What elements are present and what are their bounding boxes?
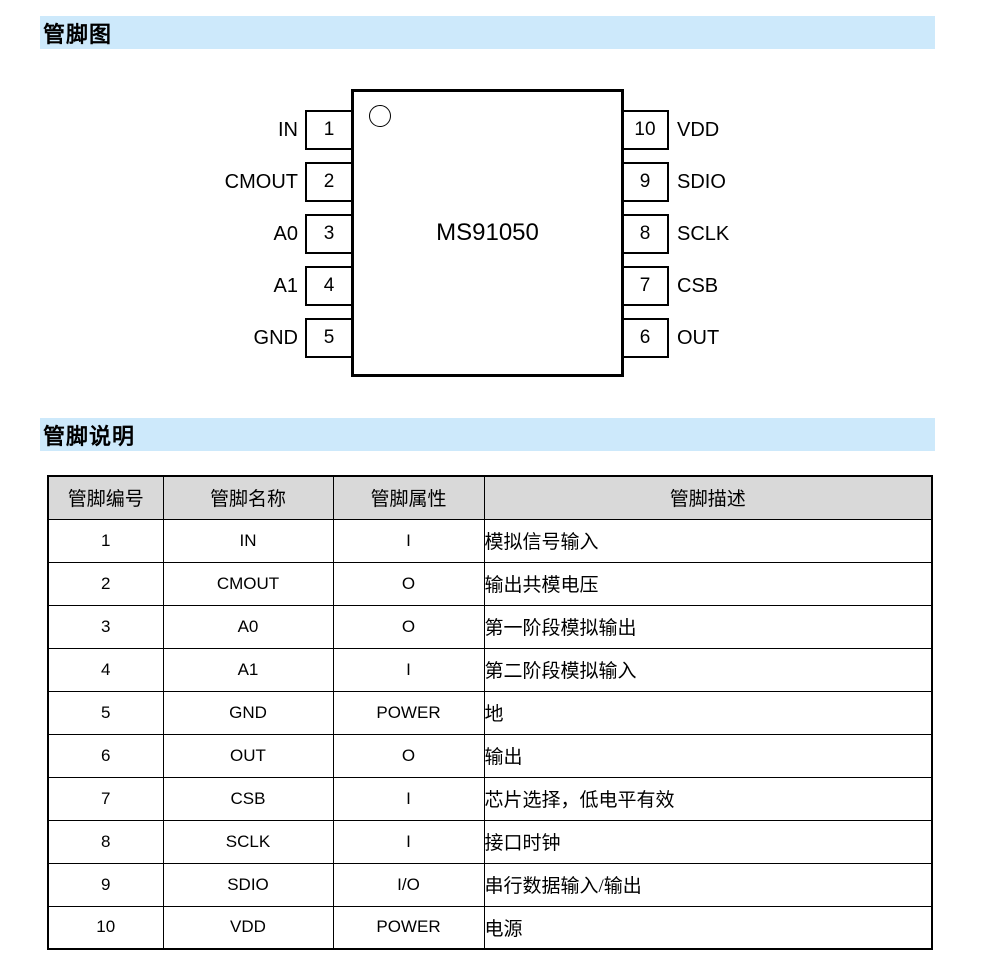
cell-pin-name: CMOUT — [162, 561, 334, 606]
pin-box-4: 4 — [305, 266, 353, 306]
section-title-pin-diagram: 管脚图 — [43, 21, 113, 47]
pin-box-2: 2 — [305, 162, 353, 202]
cell-pin-number: 3 — [47, 604, 164, 649]
pin-label-in: IN — [278, 119, 298, 141]
pin-box-6: 6 — [621, 318, 669, 358]
col-header-pin-name: 管脚名称 — [162, 475, 334, 520]
cell-pin-name: VDD — [162, 905, 334, 950]
pin-label-csb: CSB — [677, 275, 719, 297]
cell-pin-number: 10 — [47, 905, 164, 950]
section-header-pin-diagram: 管脚图 — [40, 16, 935, 49]
table-row: 1 IN I 模拟信号输入 — [47, 518, 933, 563]
cell-pin-attr: I/O — [332, 862, 485, 907]
section-header-pin-description: 管脚说明 — [40, 418, 935, 451]
cell-pin-name: OUT — [162, 733, 334, 778]
cell-pin-name: A1 — [162, 647, 334, 692]
cell-pin-desc: 串行数据输入/输出 — [483, 862, 933, 907]
cell-pin-number: 6 — [47, 733, 164, 778]
cell-pin-desc: 输出共模电压 — [483, 561, 933, 606]
table-row: 8 SCLK I 接口时钟 — [47, 819, 933, 864]
cell-pin-name: SCLK — [162, 819, 334, 864]
table-row: 9 SDIO I/O 串行数据输入/输出 — [47, 862, 933, 907]
cell-pin-number: 1 — [47, 518, 164, 563]
pin-number-6: 6 — [639, 327, 651, 348]
pin-description-table: 管脚编号 管脚名称 管脚属性 管脚描述 1 IN I 模拟信号输入 2 CMOU… — [47, 475, 933, 950]
cell-pin-desc: 第一阶段模拟输出 — [483, 604, 933, 649]
cell-pin-desc: 接口时钟 — [483, 819, 933, 864]
cell-pin-desc: 地 — [483, 690, 933, 735]
cell-pin-attr: O — [332, 561, 485, 606]
cell-pin-attr: POWER — [332, 690, 485, 735]
pin-label-sdio: SDIO — [677, 171, 726, 193]
pin-label-a1: A1 — [273, 275, 298, 297]
cell-pin-name: SDIO — [162, 862, 334, 907]
pin-number-3: 3 — [323, 223, 335, 244]
cell-pin-desc: 电源 — [483, 905, 933, 950]
pin-number-8: 8 — [639, 223, 651, 244]
pin-box-10: 10 — [621, 110, 669, 150]
cell-pin-attr: O — [332, 604, 485, 649]
pin-box-8: 8 — [621, 214, 669, 254]
table-row: 3 A0 O 第一阶段模拟输出 — [47, 604, 933, 649]
cell-pin-number: 4 — [47, 647, 164, 692]
cell-pin-desc: 芯片选择，低电平有效 — [483, 776, 933, 821]
table-row: 2 CMOUT O 输出共模电压 — [47, 561, 933, 606]
pin1-orientation-dot-icon — [369, 105, 391, 127]
cell-pin-number: 9 — [47, 862, 164, 907]
pin-label-cmout: CMOUT — [224, 171, 298, 193]
pin-label-gnd: GND — [253, 327, 298, 349]
pin-box-9: 9 — [621, 162, 669, 202]
pin-box-5: 5 — [305, 318, 353, 358]
pin-label-vdd: VDD — [677, 119, 720, 141]
cell-pin-desc: 模拟信号输入 — [483, 518, 933, 563]
cell-pin-name: A0 — [162, 604, 334, 649]
pin-label-out: OUT — [677, 327, 720, 349]
table-row: 5 GND POWER 地 — [47, 690, 933, 735]
pin-number-9: 9 — [639, 171, 651, 192]
cell-pin-number: 7 — [47, 776, 164, 821]
chip-body — [351, 89, 624, 377]
cell-pin-attr: I — [332, 776, 485, 821]
cell-pin-attr: I — [332, 819, 485, 864]
section-title-pin-description: 管脚说明 — [43, 423, 136, 449]
cell-pin-number: 2 — [47, 561, 164, 606]
pin-number-1: 1 — [323, 119, 335, 140]
table-row: 10 VDD POWER 电源 — [47, 905, 933, 950]
pin-label-a0: A0 — [273, 223, 298, 245]
pin-number-2: 2 — [323, 171, 335, 192]
table-row: 6 OUT O 输出 — [47, 733, 933, 778]
table-header-row: 管脚编号 管脚名称 管脚属性 管脚描述 — [47, 475, 933, 520]
pin-box-3: 3 — [305, 214, 353, 254]
pin-box-7: 7 — [621, 266, 669, 306]
pin-number-4: 4 — [323, 275, 335, 296]
table-row: 4 A1 I 第二阶段模拟输入 — [47, 647, 933, 692]
cell-pin-name: IN — [162, 518, 334, 563]
col-header-pin-number: 管脚编号 — [47, 475, 164, 520]
chip-name: MS91050 — [436, 219, 539, 246]
table-row: 7 CSB I 芯片选择，低电平有效 — [47, 776, 933, 821]
cell-pin-desc: 第二阶段模拟输入 — [483, 647, 933, 692]
cell-pin-attr: O — [332, 733, 485, 778]
cell-pin-attr: I — [332, 647, 485, 692]
cell-pin-attr: I — [332, 518, 485, 563]
cell-pin-number: 5 — [47, 690, 164, 735]
cell-pin-name: GND — [162, 690, 334, 735]
col-header-pin-attribute: 管脚属性 — [332, 475, 485, 520]
pin-number-5: 5 — [323, 327, 335, 348]
pin-number-10: 10 — [634, 119, 656, 140]
pin-label-sclk: SCLK — [677, 223, 730, 245]
col-header-pin-desc: 管脚描述 — [483, 475, 933, 520]
pin-box-1: 1 — [305, 110, 353, 150]
pin-number-7: 7 — [639, 275, 651, 296]
cell-pin-number: 8 — [47, 819, 164, 864]
cell-pin-desc: 输出 — [483, 733, 933, 778]
cell-pin-attr: POWER — [332, 905, 485, 950]
cell-pin-name: CSB — [162, 776, 334, 821]
